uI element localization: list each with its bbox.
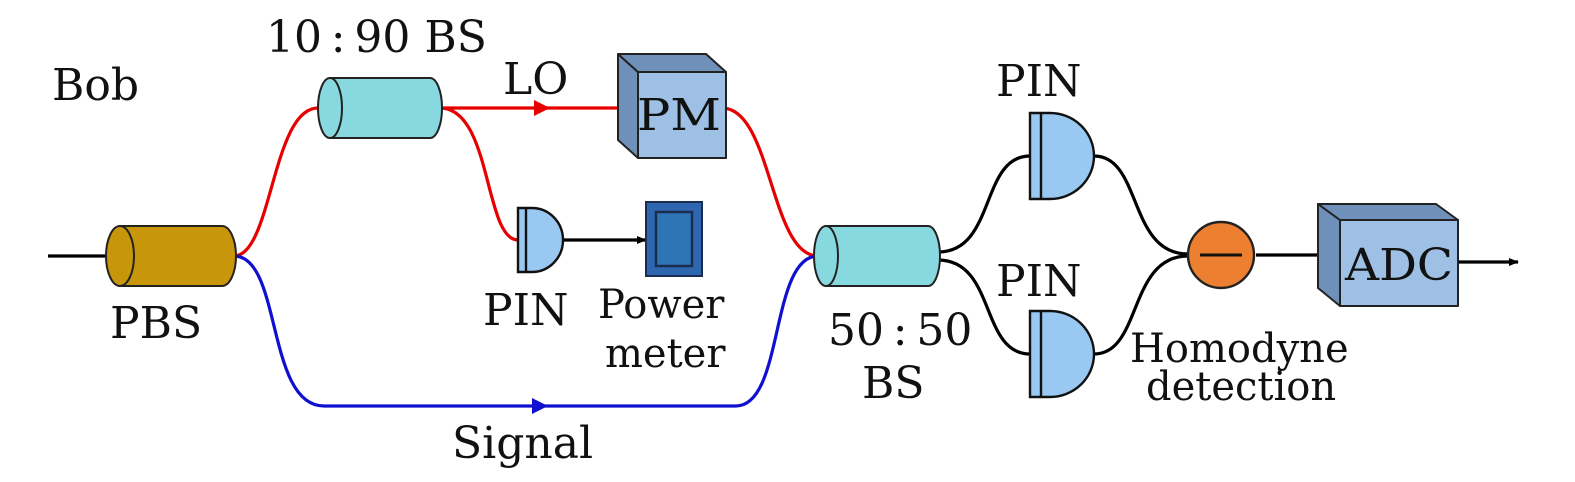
adc-box [1317, 203, 1459, 307]
bs-1090-component [317, 77, 443, 139]
pin-detector-top [1028, 111, 1096, 201]
homodyne-label-line1: Homodyne [1130, 326, 1349, 372]
subtractor-node [1186, 220, 1256, 290]
bs5050-to-pin-top-wire [937, 154, 1031, 254]
pm-box [617, 53, 727, 159]
bs5050-to-pin-bottom-wire [937, 258, 1031, 356]
bs-5050-label-line2: BS [862, 358, 924, 409]
power-meter-icon [645, 201, 703, 277]
bs-5050-label-line1: 50 : 50 [828, 305, 972, 356]
pin-detector-bottom [1028, 309, 1096, 399]
bs-5050-component [813, 225, 941, 287]
power-meter-label-line2: meter [605, 331, 726, 377]
lo-fiber-bs1090-to-pin [439, 106, 519, 242]
bs-1090-label: 10 : 90 BS [266, 12, 487, 63]
signal-label: Signal [452, 418, 593, 469]
pbs-label: PBS [110, 298, 202, 349]
lo-direction-arrow [534, 100, 550, 116]
pin-top-to-subtractor-wire [1093, 154, 1189, 256]
lo-fiber-pbs-to-bs1090 [233, 106, 319, 258]
pin-bottom-to-subtractor-wire [1093, 254, 1189, 356]
signal-fiber [233, 254, 819, 408]
lo-label: LO [503, 54, 568, 105]
signal-direction-arrow [532, 398, 548, 414]
power-meter-label-line1: Power [598, 282, 725, 328]
pin-bottom-label: PIN [996, 256, 1082, 307]
pm-label: PM [637, 90, 721, 141]
homodyne-label-line2: detection [1146, 364, 1336, 410]
bob-label: Bob [52, 60, 139, 111]
pin-top-label: PIN [996, 56, 1082, 107]
pin-mid-label: PIN [483, 285, 569, 336]
adc-label: ADC [1344, 240, 1453, 291]
pin-detector-mid [516, 206, 565, 274]
pbs-component [105, 225, 237, 287]
lo-fiber-pm-to-bs5050 [721, 106, 819, 258]
